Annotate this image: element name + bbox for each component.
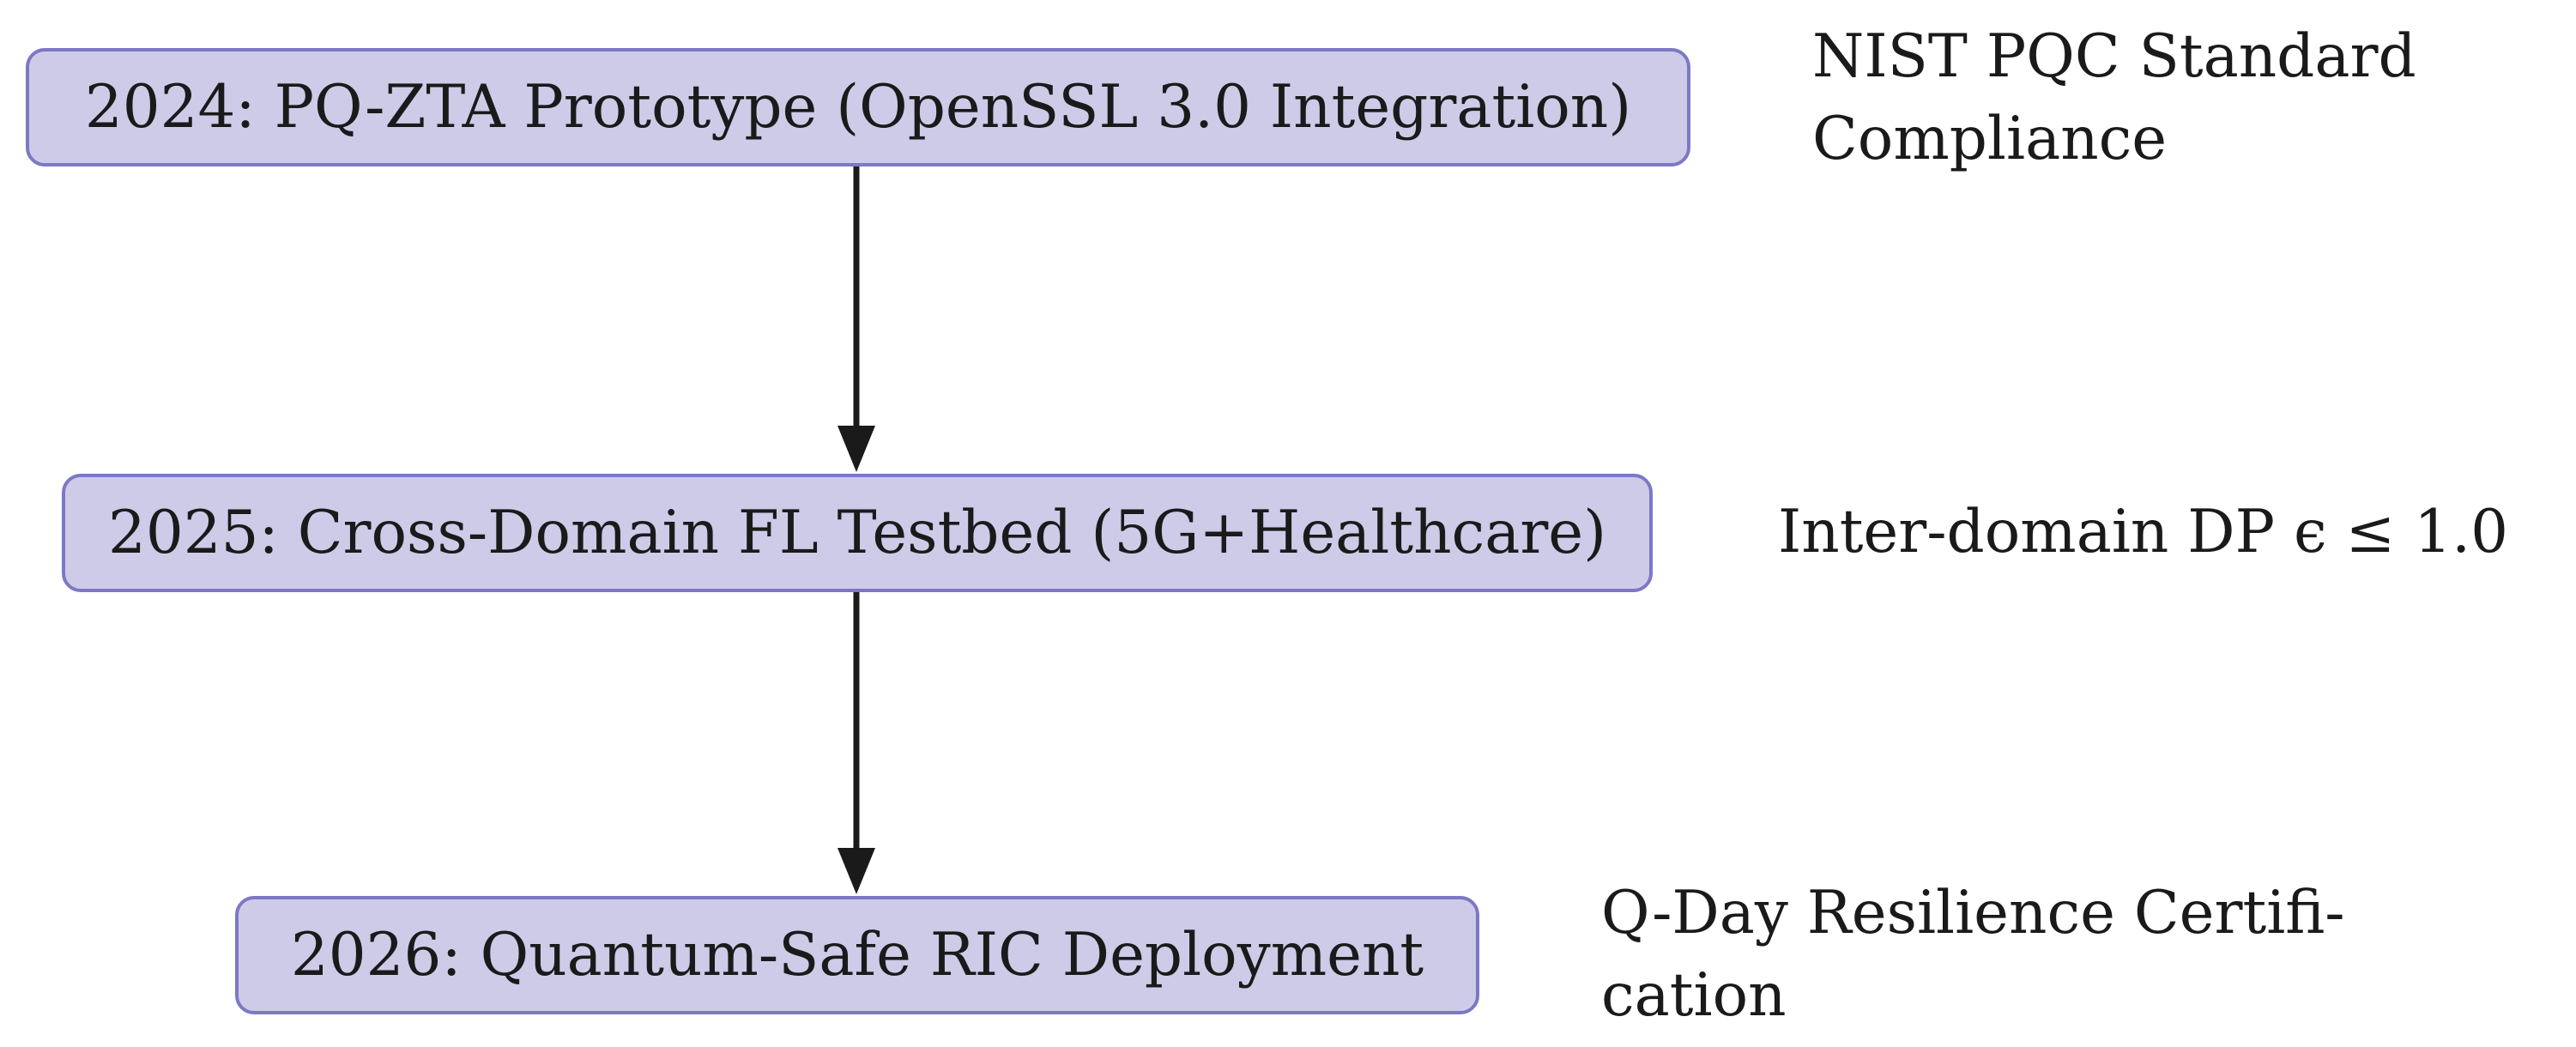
milestone-label-2024: 2024: PQ-ZTA Prototype (OpenSSL 3.0 Inte… <box>84 72 1632 142</box>
milestone-label-2026: 2026: Quantum-Safe RIC Deployment <box>290 920 1424 990</box>
milestone-note-2026: Q-Day Resilience Certifi- cation <box>1601 872 2345 1037</box>
note-2024-line-1: NIST PQC Standard <box>1812 22 2416 91</box>
milestone-label-2025: 2025: Cross-Domain FL Testbed (5G+Health… <box>107 498 1607 567</box>
note-2024-line-2: Compliance <box>1812 105 2168 173</box>
milestone-note-2024: NIST PQC Standard Compliance <box>1812 15 2416 180</box>
milestone-note-2025: Inter-domain DP ϵ ≤ 1.0 <box>1778 491 2508 573</box>
milestone-node-2026: 2026: Quantum-Safe RIC Deployment <box>235 896 1479 1014</box>
arrow-2025-to-2026 <box>838 592 875 894</box>
milestone-node-2025: 2025: Cross-Domain FL Testbed (5G+Health… <box>62 474 1653 592</box>
note-2026-line-2: cation <box>1601 961 1787 1030</box>
note-2025-line-1: Inter-domain DP ϵ ≤ 1.0 <box>1778 498 2509 566</box>
arrow-2024-to-2025 <box>838 166 875 472</box>
note-2026-line-1: Q-Day Resilience Certifi- <box>1601 879 2345 947</box>
milestone-node-2024: 2024: PQ-ZTA Prototype (OpenSSL 3.0 Inte… <box>26 48 1690 166</box>
